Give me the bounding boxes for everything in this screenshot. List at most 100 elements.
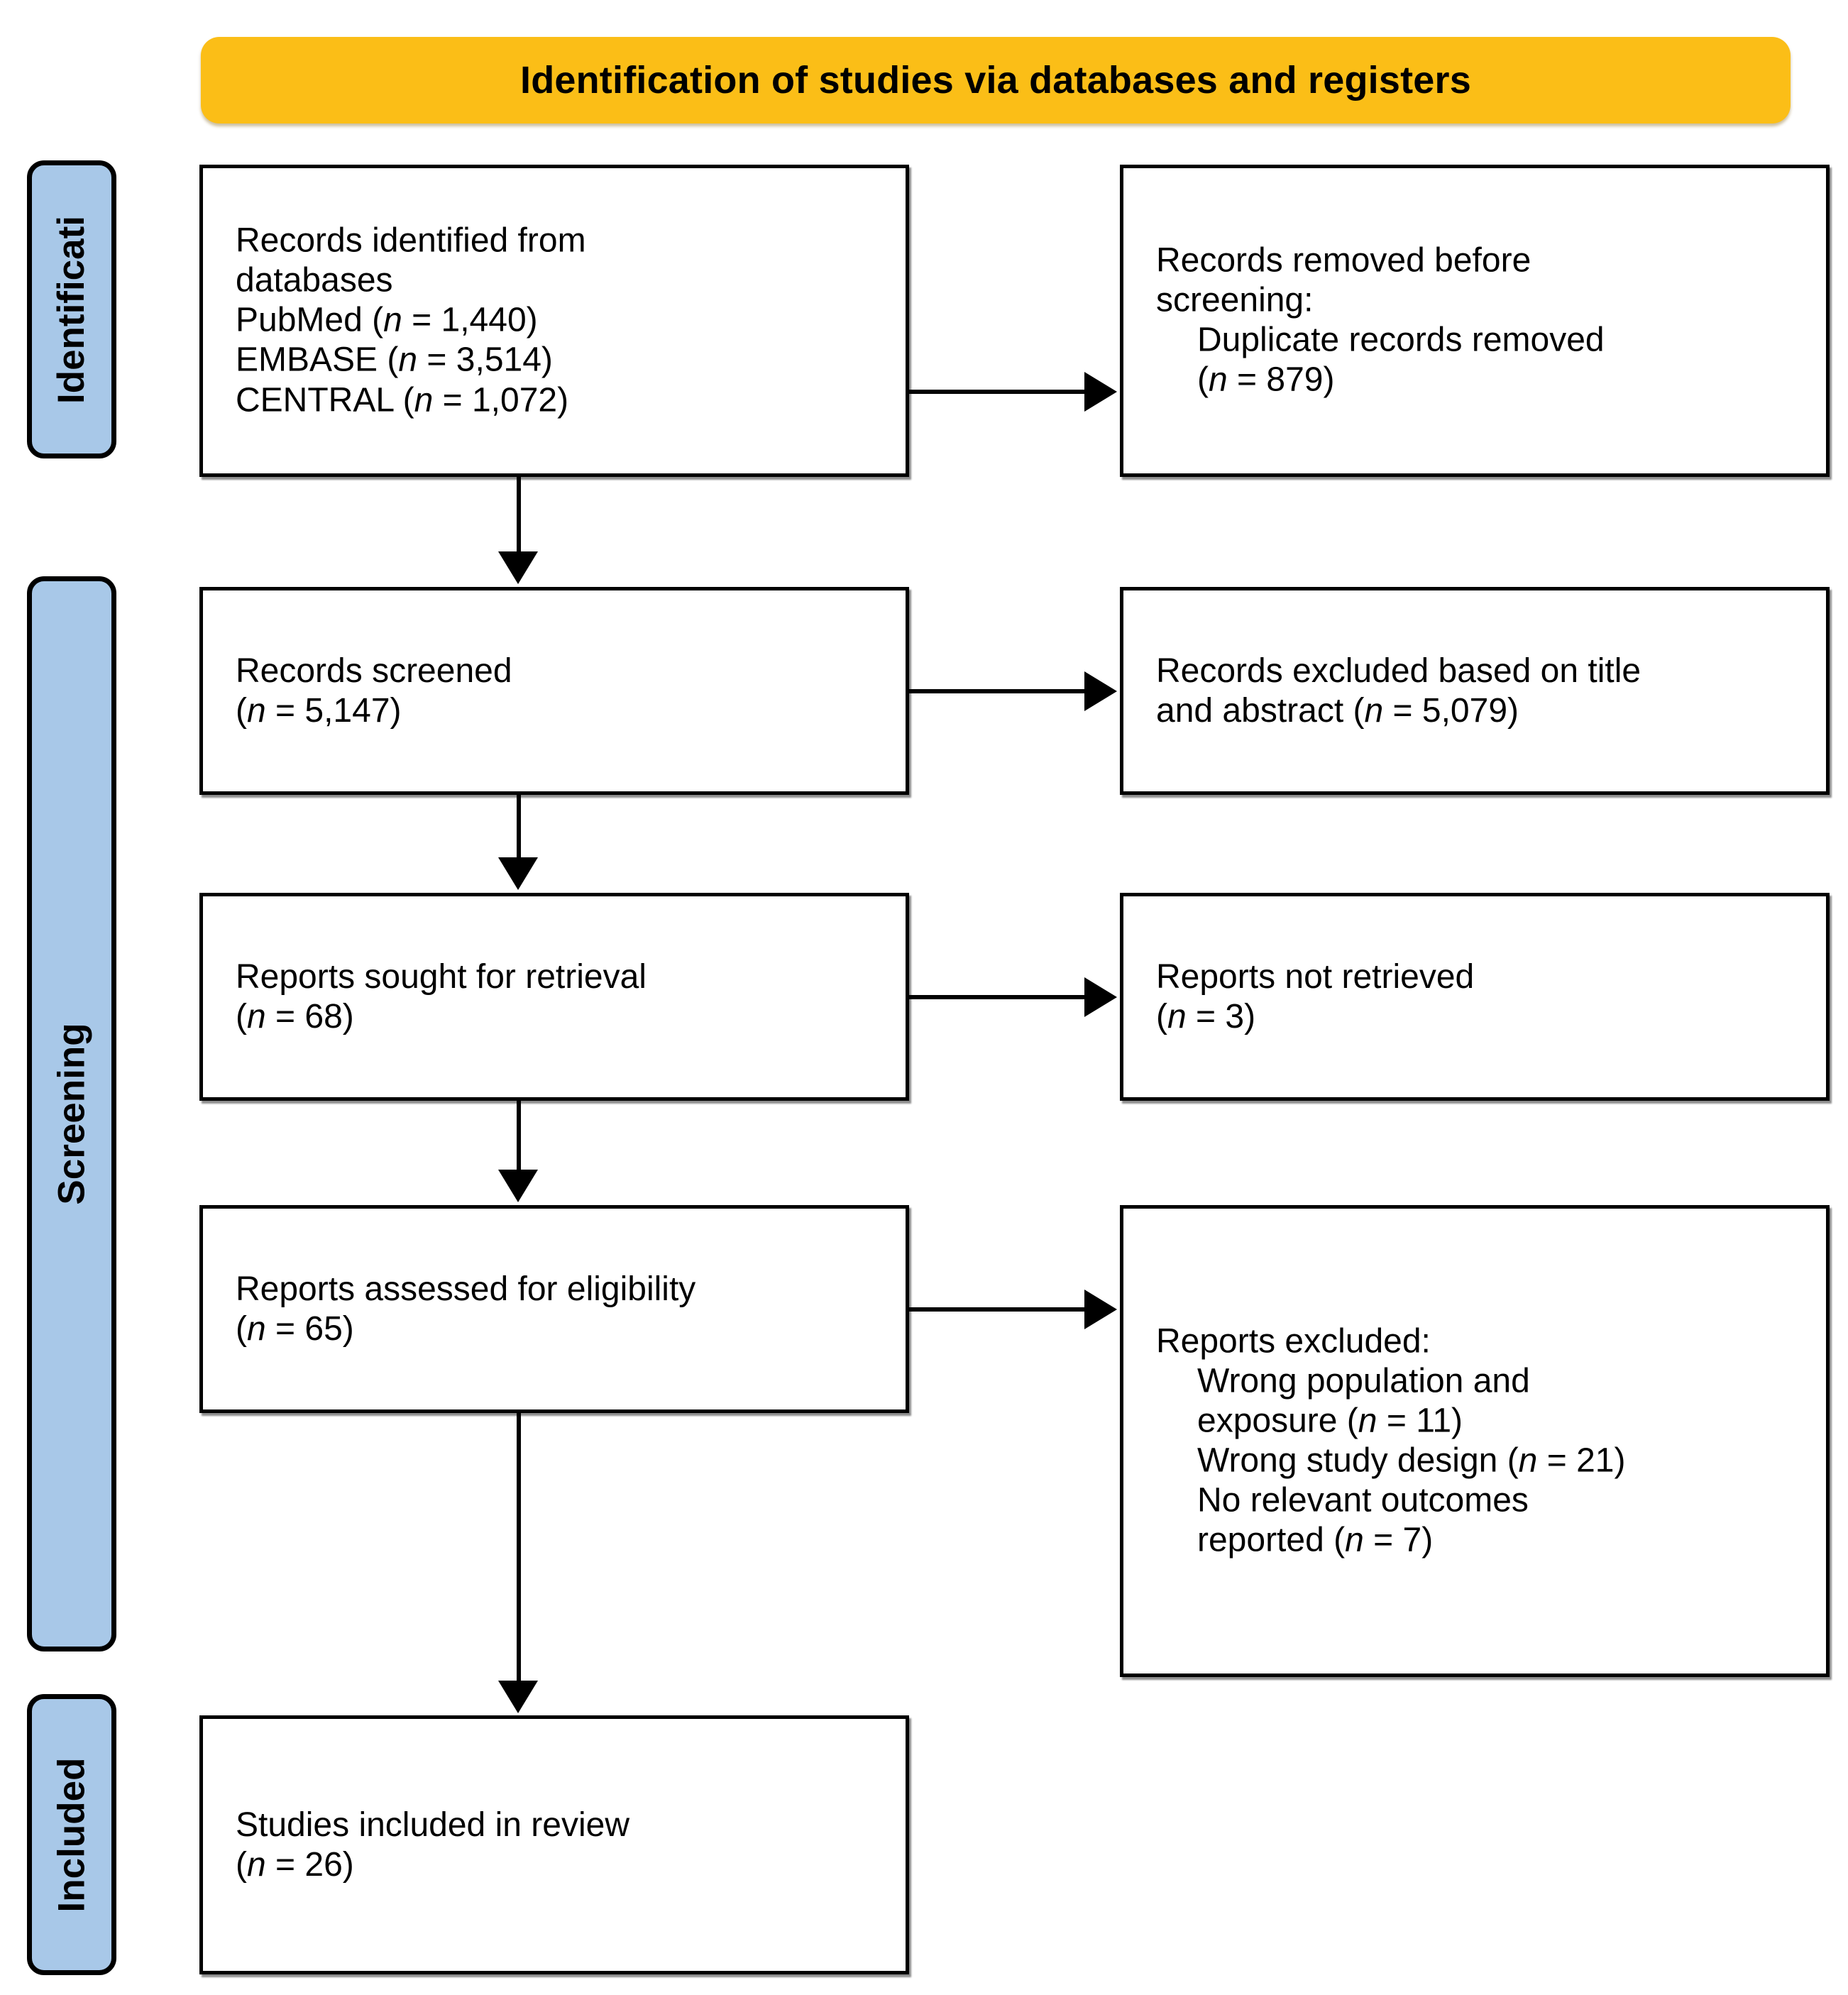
- stage-label-included: Included: [27, 1694, 116, 1975]
- box-reports-sought: Reports sought for retrieval (n = 68): [199, 893, 909, 1101]
- pubmed-count: = 1,440): [402, 301, 538, 339]
- studies-included-label: Studies included in review: [236, 1806, 629, 1844]
- sought-count-value: = 68): [265, 997, 354, 1035]
- records-identified-line1: Records identified from: [236, 221, 586, 260]
- arrow-down-icon-identified-to-screened: [498, 551, 538, 584]
- box-records-identified: Records identified from databases PubMed…: [199, 165, 909, 477]
- connector-sought-to-not-retrieved-line: [909, 995, 1087, 999]
- screened-prefix: (: [236, 691, 247, 730]
- exclusion-reason-wrong-study-design: Wrong study design (n = 21): [1156, 1441, 1810, 1481]
- sought-prefix: (: [236, 997, 247, 1035]
- box-records-removed-body: Records removed before screening: Duplic…: [1156, 241, 1810, 401]
- stage-label-identification: Identificati: [27, 160, 116, 458]
- exclusion-reason-wrong-population-line2: exposure (n = 11): [1156, 1401, 1810, 1441]
- studies-included-count: (n = 26): [236, 1845, 890, 1885]
- connector-identified-to-screened-line: [517, 477, 521, 555]
- exclusion-reason-wrong-population-line1: Wrong population and: [1197, 1362, 1530, 1400]
- reports-sought-label: Reports sought for retrieval: [236, 957, 647, 996]
- box-reports-not-retrieved-body: Reports not retrieved (n = 3): [1156, 957, 1810, 1036]
- reports-assessed-label: Reports assessed for eligibility: [236, 1270, 696, 1308]
- stage-label-included-text: Included: [50, 1757, 93, 1912]
- box-records-screened-body: Records screened (n = 5,147): [236, 651, 890, 730]
- exclusion-reason-no-outcomes-line1: No relevant outcomes: [1197, 1481, 1529, 1519]
- connector-screened-to-sought-line: [517, 795, 521, 861]
- embase-n-symbol: n: [398, 341, 418, 380]
- arrow-right-icon-sought-to-not-retrieved: [1084, 977, 1117, 1017]
- stage-label-screening: Screening: [27, 576, 116, 1651]
- arrow-down-icon-sought-to-assessed: [498, 1170, 538, 1202]
- duplicates-prefix: (: [1197, 361, 1209, 400]
- sought-n-symbol: n: [246, 997, 266, 1035]
- arrow-right-icon-identified-to-removed: [1084, 372, 1117, 412]
- included-prefix: (: [236, 1845, 247, 1884]
- connector-assessed-to-excluded-line: [909, 1307, 1087, 1312]
- reports-excluded-heading: Reports excluded:: [1156, 1322, 1431, 1361]
- wrong-population-prefix: exposure (: [1197, 1402, 1358, 1440]
- reports-sought-count: (n = 68): [236, 997, 890, 1037]
- diagram-title-text: Identification of studies via databases …: [520, 59, 1471, 101]
- central-prefix: CENTRAL (: [236, 381, 414, 419]
- wrong-design-prefix: Wrong study design (: [1197, 1441, 1519, 1480]
- embase-count: = 3,514): [417, 341, 553, 380]
- central-count: = 1,072): [433, 381, 569, 419]
- screened-n-symbol: n: [246, 691, 266, 730]
- arrow-right-icon-screened-to-excluded: [1084, 671, 1117, 711]
- connector-assessed-to-included-line: [517, 1413, 521, 1684]
- stage-label-screening-text: Screening: [50, 1023, 93, 1205]
- included-n-symbol: n: [246, 1845, 266, 1884]
- diagram-title-banner: Identification of studies via databases …: [201, 37, 1791, 123]
- arrow-right-icon-assessed-to-excluded: [1084, 1290, 1117, 1329]
- assessed-prefix: (: [236, 1309, 247, 1348]
- no-outcomes-prefix: reported (: [1197, 1521, 1346, 1559]
- reports-assessed-count: (n = 65): [236, 1309, 890, 1349]
- screened-count-value: = 5,147): [265, 691, 402, 730]
- embase-prefix: EMBASE (: [236, 341, 399, 380]
- records-identified-pubmed: PubMed (n = 1,440): [236, 301, 890, 341]
- box-records-identified-body: Records identified from databases PubMed…: [236, 221, 890, 421]
- box-reports-sought-body: Reports sought for retrieval (n = 68): [236, 957, 890, 1036]
- box-records-excluded-title-abstract: Records excluded based on title and abst…: [1120, 587, 1830, 795]
- excluded-ta-n-symbol: n: [1364, 691, 1384, 730]
- box-reports-excluded: Reports excluded: Wrong population and e…: [1120, 1205, 1830, 1677]
- no-outcomes-n-symbol: n: [1345, 1521, 1364, 1559]
- box-studies-included-body: Studies included in review (n = 26): [236, 1805, 890, 1884]
- records-screened-count: (n = 5,147): [236, 691, 890, 731]
- box-records-removed: Records removed before screening: Duplic…: [1120, 165, 1830, 477]
- box-studies-included: Studies included in review (n = 26): [199, 1715, 909, 1974]
- pubmed-n-symbol: n: [383, 301, 402, 339]
- excluded-title-abstract-line2: and abstract (n = 5,079): [1156, 691, 1810, 731]
- excluded-ta-count-value: = 5,079): [1383, 691, 1519, 730]
- not-retrieved-n-symbol: n: [1167, 997, 1187, 1035]
- pubmed-prefix: PubMed (: [236, 301, 384, 339]
- wrong-population-n-symbol: n: [1358, 1402, 1377, 1440]
- reports-not-retrieved-count: (n = 3): [1156, 997, 1810, 1037]
- records-identified-central: CENTRAL (n = 1,072): [236, 380, 890, 420]
- assessed-count-value: = 65): [265, 1309, 354, 1348]
- included-count-value: = 26): [265, 1845, 354, 1884]
- central-n-symbol: n: [414, 381, 434, 419]
- wrong-population-count-value: = 11): [1377, 1402, 1463, 1440]
- duplicates-n-symbol: n: [1208, 361, 1228, 400]
- records-removed-line2: screening:: [1156, 281, 1314, 319]
- duplicates-count-value: = 879): [1227, 361, 1335, 400]
- exclusion-reason-no-outcomes-line2: reported (n = 7): [1156, 1521, 1810, 1561]
- records-screened-label: Records screened: [236, 652, 512, 690]
- stage-label-identification-text: Identificati: [50, 215, 93, 404]
- box-reports-assessed-body: Reports assessed for eligibility (n = 65…: [236, 1269, 890, 1348]
- connector-identified-to-removed-line: [909, 390, 1087, 394]
- wrong-design-n-symbol: n: [1518, 1441, 1538, 1480]
- box-reports-assessed: Reports assessed for eligibility (n = 65…: [199, 1205, 909, 1413]
- connector-sought-to-assessed-line: [517, 1101, 521, 1173]
- no-outcomes-count-value: = 7): [1363, 1521, 1434, 1559]
- records-removed-line1: Records removed before: [1156, 241, 1531, 280]
- box-records-screened: Records screened (n = 5,147): [199, 587, 909, 795]
- duplicate-records-removed-label: Duplicate records removed: [1197, 321, 1605, 359]
- duplicate-records-removed-count: (n = 879): [1156, 361, 1810, 400]
- box-reports-not-retrieved: Reports not retrieved (n = 3): [1120, 893, 1830, 1101]
- reports-not-retrieved-label: Reports not retrieved: [1156, 957, 1475, 996]
- box-reports-excluded-body: Reports excluded: Wrong population and e…: [1156, 1321, 1810, 1561]
- connector-screened-to-excluded-line: [909, 689, 1087, 693]
- arrow-down-icon-screened-to-sought: [498, 857, 538, 890]
- excluded-ta-prefix: and abstract (: [1156, 691, 1365, 730]
